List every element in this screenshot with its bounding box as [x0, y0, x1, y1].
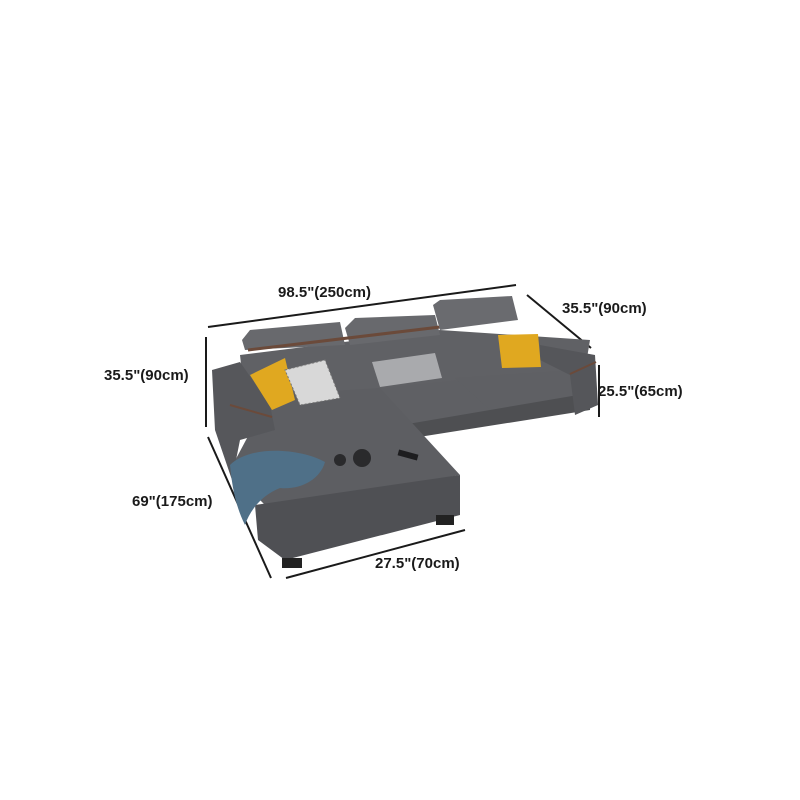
seat-cushion-right	[455, 370, 578, 410]
chaise-front	[255, 475, 460, 560]
headrest-right	[433, 296, 518, 330]
chaise-width-line	[285, 529, 466, 579]
yellow-pillow-left	[250, 358, 295, 410]
sofa-leg	[436, 515, 454, 525]
chaise-length-label: 69"(175cm)	[132, 493, 213, 510]
left-arm	[212, 362, 275, 480]
sofa-leg	[282, 558, 302, 568]
gray-lumbar-pillow	[372, 353, 442, 387]
headphones	[353, 449, 371, 467]
phone	[397, 449, 419, 461]
chaise-width-label: 27.5"(70cm)	[375, 555, 460, 572]
seat-height-label: 25.5"(65cm)	[598, 383, 683, 400]
depth-label: 35.5"(90cm)	[562, 300, 647, 317]
overall-width-label: 98.5"(250cm)	[278, 284, 372, 301]
houndstooth-pillow	[284, 359, 341, 406]
blue-throw-blanket	[230, 450, 325, 525]
right-arm	[540, 345, 598, 415]
headrest-left	[242, 322, 345, 350]
yellow-pillow-right	[498, 334, 541, 368]
headrest-middle	[345, 315, 440, 345]
width-line	[207, 284, 517, 328]
back-height-label: 35.5"(90cm)	[104, 367, 189, 384]
depth-line	[526, 294, 592, 349]
